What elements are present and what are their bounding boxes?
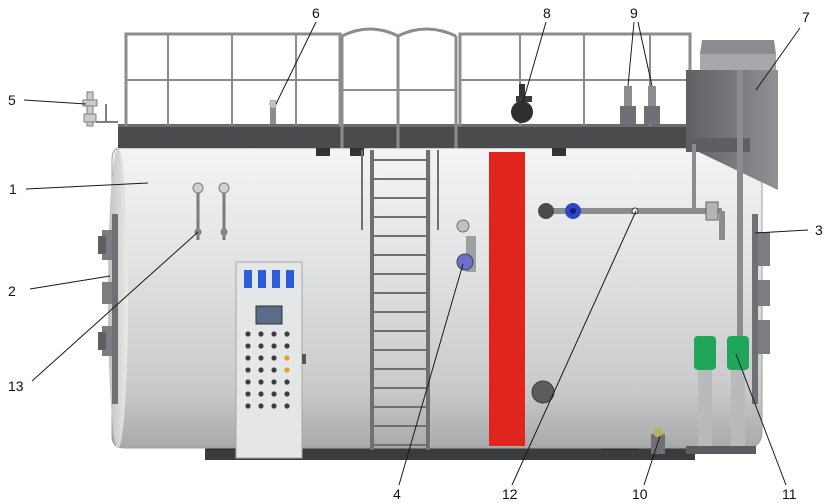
pressure-switch (82, 91, 118, 127)
safety-valve-icon (620, 86, 636, 124)
panel-button-icon (271, 367, 277, 373)
valve-icon (653, 427, 663, 437)
panel-button-icon (245, 379, 251, 385)
callout-leader-9 (627, 21, 635, 87)
feed-pumps (686, 336, 756, 454)
panel-button-icon (271, 379, 277, 385)
callout-leader-1 (25, 182, 149, 190)
panel-button-icon (284, 403, 290, 409)
callout-leader-12 (511, 210, 637, 486)
panel-button-icon (245, 391, 251, 397)
panel-button-icon (245, 403, 251, 409)
callout-leader-5 (23, 99, 87, 105)
panel-button-icon (258, 343, 264, 349)
pump-icon (694, 336, 716, 446)
callout-label-7: 7 (802, 9, 810, 25)
callout-leader-9 (637, 21, 653, 87)
top-fittings (269, 84, 660, 124)
callout-label-8: 8 (543, 5, 551, 21)
callout-label-3: 3 (815, 222, 823, 238)
panel-button-icon (271, 391, 277, 397)
panel-button-icon (258, 355, 264, 361)
panel-button-icon (271, 343, 277, 349)
red-band (489, 152, 525, 446)
feed-pipe (538, 201, 725, 240)
callout-label-9: 9 (630, 5, 638, 21)
callout-label-10: 10 (632, 486, 648, 502)
callout-label-13: 13 (8, 378, 24, 394)
callout-leader-2 (29, 275, 111, 290)
panel-indicator-icon (272, 270, 280, 288)
panel-indicator-icon (244, 270, 252, 288)
callout-label-12: 12 (502, 486, 518, 502)
panel-button-icon (245, 355, 251, 361)
callout-leaders (23, 21, 809, 486)
panel-display (255, 305, 283, 325)
ladder (361, 150, 439, 450)
panel-button-icon (271, 355, 277, 361)
pump-icon (727, 336, 749, 446)
panel-button-icon (284, 379, 290, 385)
callout-leader-13 (31, 231, 199, 382)
callout-label-1: 1 (9, 181, 17, 197)
panel-button-icon (284, 355, 290, 361)
panel-button-icon (284, 343, 290, 349)
panel-button-icon (258, 403, 264, 409)
front-door-hardware (98, 214, 118, 404)
callout-leader-3 (754, 229, 809, 234)
callout-label-4: 4 (393, 486, 401, 502)
safety-valve-icon (644, 86, 660, 124)
callout-leader-11 (735, 353, 787, 486)
boiler-shell (108, 147, 763, 449)
callout-label-2: 2 (8, 283, 16, 299)
callout-leader-10 (643, 435, 661, 486)
top-platform (118, 124, 686, 156)
callout-leader-7 (755, 27, 801, 91)
level-controller (456, 219, 476, 272)
control-panel (235, 261, 306, 459)
drain-valve (651, 427, 665, 454)
callout-leader-6 (275, 21, 317, 105)
panel-button-icon (284, 367, 290, 373)
panel-button-icon (245, 343, 251, 349)
panel-indicator-icon (258, 270, 266, 288)
valve-icon (511, 101, 533, 123)
panel-button-icon (245, 331, 251, 337)
panel-button-icon (245, 367, 251, 373)
panel-button-icon (271, 331, 277, 337)
panel-indicator-icon (286, 270, 294, 288)
panel-button-icon (258, 367, 264, 373)
panel-button-icon (258, 391, 264, 397)
valve-icon (538, 203, 554, 219)
callout-label-5: 5 (8, 92, 16, 108)
panel-button-icon (258, 331, 264, 337)
pressure-gauge-icon (192, 182, 204, 194)
panel-button-icon (284, 331, 290, 337)
callout-leader-8 (522, 21, 547, 103)
pressure-gauge-icon (218, 182, 230, 194)
callout-label-11: 11 (782, 486, 797, 502)
callout-leader-4 (398, 263, 464, 486)
economizer (686, 40, 778, 190)
platform-railing (124, 27, 692, 148)
panel-button-icon (258, 379, 264, 385)
callout-label-6: 6 (312, 5, 320, 21)
rear-door-hardware (752, 214, 770, 404)
panel-button-icon (284, 391, 290, 397)
panel-button-icon (271, 403, 277, 409)
